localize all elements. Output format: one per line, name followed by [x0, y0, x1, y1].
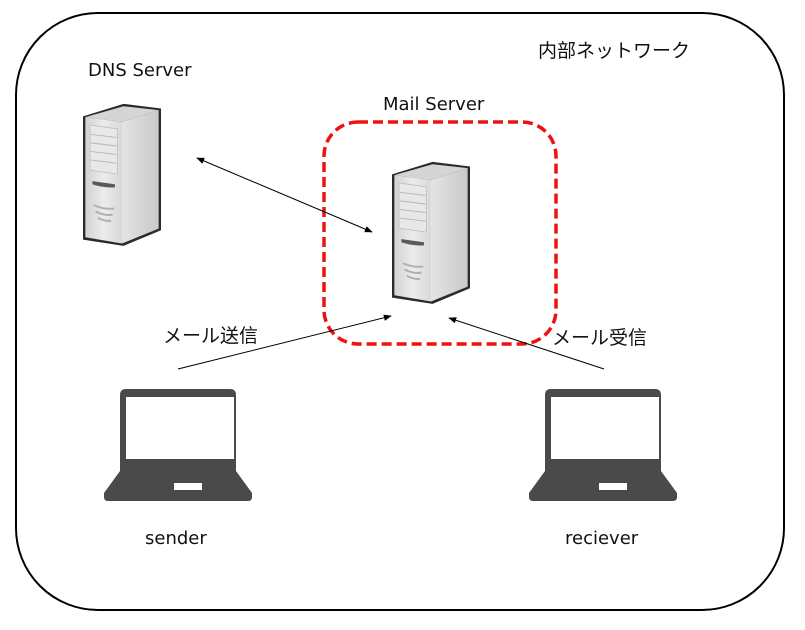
receive-arrow — [448, 317, 605, 370]
sender-laptop-icon — [104, 389, 252, 501]
receiver-label: reciever — [565, 528, 639, 549]
mail-server-icon — [391, 160, 471, 305]
mail-server-label: Mail Server — [383, 94, 485, 115]
network-title: 内部ネットワーク — [538, 40, 691, 62]
send-label: メール送信 — [163, 325, 259, 347]
receiver-laptop-icon — [529, 389, 677, 501]
send-arrow — [177, 314, 392, 370]
dns-mail-arrow — [196, 157, 373, 233]
dns-server-label: DNS Server — [88, 60, 192, 81]
sender-label: sender — [145, 528, 207, 549]
mail-server-highlight — [322, 120, 558, 346]
internal-network-boundary — [15, 12, 785, 611]
receive-label: メール受信 — [552, 327, 648, 349]
dns-server-icon — [82, 102, 162, 247]
